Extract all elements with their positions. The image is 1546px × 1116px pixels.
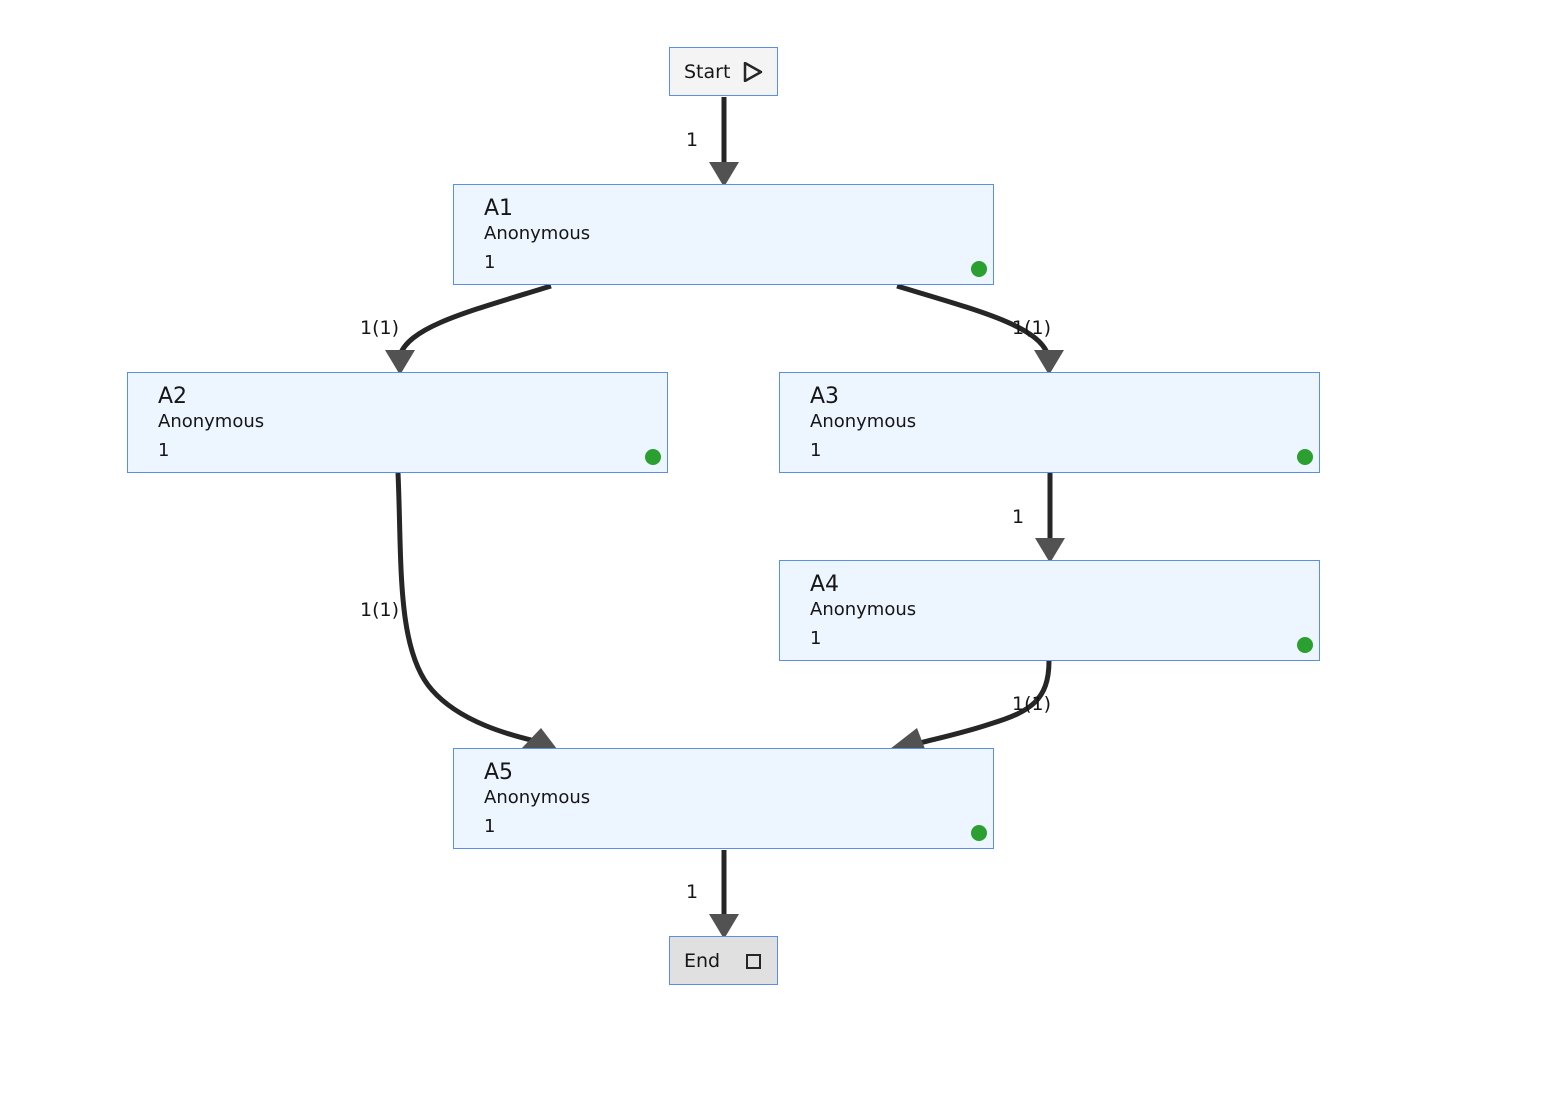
edge-label-a5-end: 1 <box>686 881 699 903</box>
activity-count: 1 <box>810 440 822 461</box>
activity-performer: Anonymous <box>158 411 265 432</box>
status-dot-icon <box>1297 637 1313 653</box>
activity-a2[interactable]: A2 Anonymous 1 <box>127 372 668 473</box>
edge-label-a1-a3: 1(1) <box>1012 317 1052 339</box>
activity-name: A4 <box>810 572 840 597</box>
stop-icon <box>746 954 761 969</box>
edge-label-a1-a2: 1(1) <box>360 317 400 339</box>
activity-a5[interactable]: A5 Anonymous 1 <box>453 748 994 849</box>
activity-count: 1 <box>158 440 170 461</box>
activity-name: A5 <box>484 760 514 785</box>
end-node[interactable]: End <box>669 936 778 985</box>
start-node[interactable]: Start <box>669 47 778 96</box>
status-dot-icon <box>1297 449 1313 465</box>
activity-name: A2 <box>158 384 188 409</box>
end-label: End <box>684 949 721 972</box>
activity-a3[interactable]: A3 Anonymous 1 <box>779 372 1320 473</box>
start-label: Start <box>684 60 731 83</box>
edge-label-a4-a5: 1(1) <box>1012 693 1052 715</box>
status-dot-icon <box>971 825 987 841</box>
activity-count: 1 <box>484 816 496 837</box>
activity-performer: Anonymous <box>484 787 591 808</box>
arrow-a3-a4 <box>1035 538 1065 563</box>
edge-a1-a3[interactable] <box>896 283 1051 356</box>
arrow-a5-end <box>709 914 739 939</box>
status-dot-icon <box>645 449 661 465</box>
activity-a1[interactable]: A1 Anonymous 1 <box>453 184 994 285</box>
arrow-a4-a5 <box>890 728 925 749</box>
activity-count: 1 <box>484 252 496 273</box>
edge-a1-a2[interactable] <box>397 283 552 357</box>
activity-performer: Anonymous <box>810 411 917 432</box>
arrow-a1-a2 <box>385 350 415 375</box>
arrow-start-a1 <box>709 162 739 187</box>
edge-a2-a5[interactable] <box>395 472 536 744</box>
arrow-a2-a5 <box>522 728 557 749</box>
activity-a4[interactable]: A4 Anonymous 1 <box>779 560 1320 661</box>
edge-label-start-a1: 1 <box>686 129 699 151</box>
activity-count: 1 <box>810 628 822 649</box>
arrow-a1-a3 <box>1034 350 1064 375</box>
activity-name: A3 <box>810 384 840 409</box>
edge-label-a2-a5: 1(1) <box>360 599 400 621</box>
activity-performer: Anonymous <box>484 223 591 244</box>
edge-label-a3-a4: 1 <box>1012 506 1025 528</box>
status-dot-icon <box>971 261 987 277</box>
activity-name: A1 <box>484 196 514 221</box>
activity-performer: Anonymous <box>810 599 917 620</box>
edge-a4-a5[interactable] <box>911 660 1052 748</box>
play-icon <box>743 62 763 82</box>
